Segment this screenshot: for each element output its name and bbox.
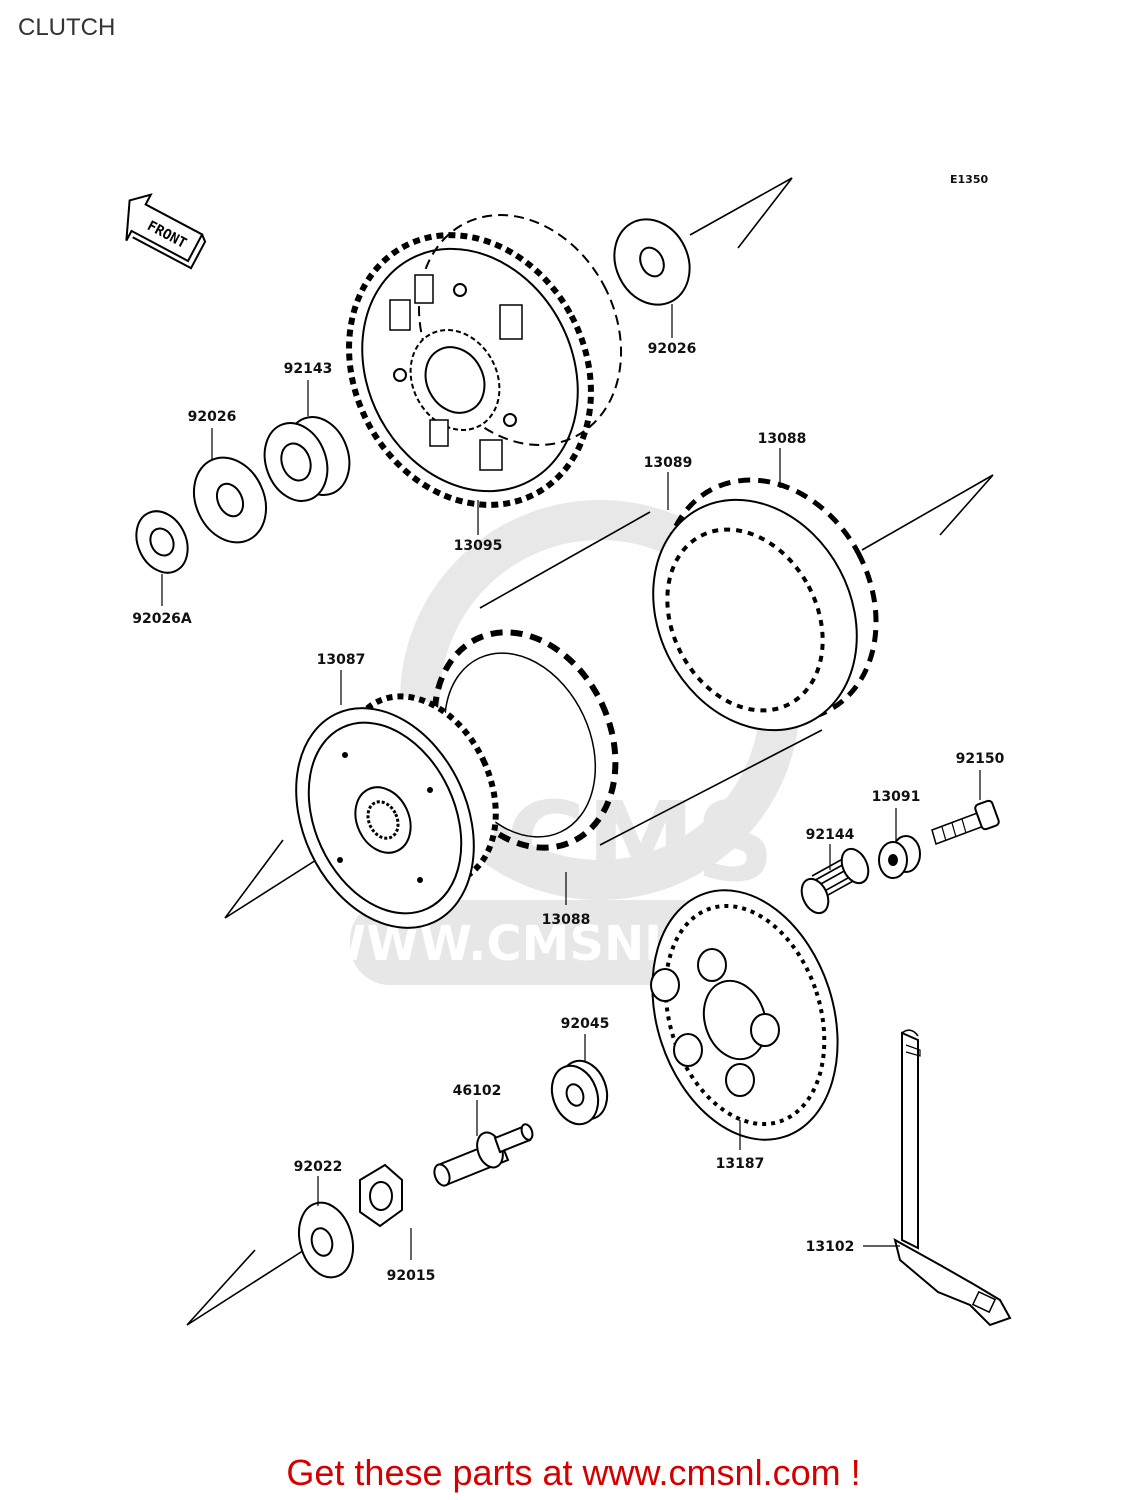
- diagram-code: E1350: [950, 173, 988, 186]
- part-label: 13089: [644, 455, 693, 471]
- part-label: 46102: [453, 1083, 502, 1099]
- part-label: 13088: [758, 431, 807, 447]
- release-lever-13102: [893, 1029, 1012, 1327]
- part-label: 92144: [806, 827, 855, 843]
- clutch-housing-13095: [346, 214, 623, 508]
- washer-92022: [298, 1201, 354, 1279]
- watermark-logo-text: CMS: [505, 778, 774, 906]
- exploded-parts-diagram: CMS WWW.CMSNL.COM E1350 FRONT: [125, 173, 1012, 1327]
- part-label: 92015: [387, 1268, 436, 1284]
- part-label: 92026A: [132, 611, 192, 627]
- part-labels: 92026 92143 92026 92026A 13095 13089 130…: [132, 341, 1004, 1284]
- nut-92015: [359, 1163, 403, 1228]
- washer-92026-top: [613, 218, 691, 306]
- pushrod-46102: [433, 1123, 534, 1187]
- bearing-92143: [263, 416, 351, 502]
- spring-92144: [800, 847, 870, 915]
- clutch-hub-13087: [295, 693, 499, 929]
- footer-parts-link[interactable]: Get these parts at www.cmsnl.com !: [286, 1452, 861, 1493]
- part-label: 92150: [956, 751, 1005, 767]
- axis-lines: [186, 177, 994, 1326]
- part-label: 92022: [294, 1159, 343, 1175]
- leader-lines: [161, 304, 981, 1260]
- part-label: 13087: [317, 652, 366, 668]
- washer-92026A: [135, 510, 189, 574]
- front-arrow-icon: FRONT: [125, 193, 207, 270]
- part-label: 92026: [188, 409, 237, 425]
- part-label: 13091: [872, 789, 921, 805]
- part-label: 13088: [542, 912, 591, 928]
- part-label: 13095: [454, 538, 503, 554]
- page-title: CLUTCH: [18, 14, 116, 41]
- part-label: 92045: [561, 1016, 610, 1032]
- part-label: 92026: [648, 341, 697, 357]
- clutch-plates-13089-13088-upper: [652, 477, 879, 732]
- pressure-plate-13187: [650, 889, 839, 1141]
- part-label: 13102: [806, 1239, 855, 1255]
- part-label: 13187: [716, 1156, 765, 1172]
- washer-92026-middle: [193, 456, 267, 544]
- part-label: 92143: [284, 361, 333, 377]
- collar-13091: [878, 835, 921, 879]
- bolt-92150: [931, 799, 1000, 845]
- bearing-92045: [550, 1059, 609, 1126]
